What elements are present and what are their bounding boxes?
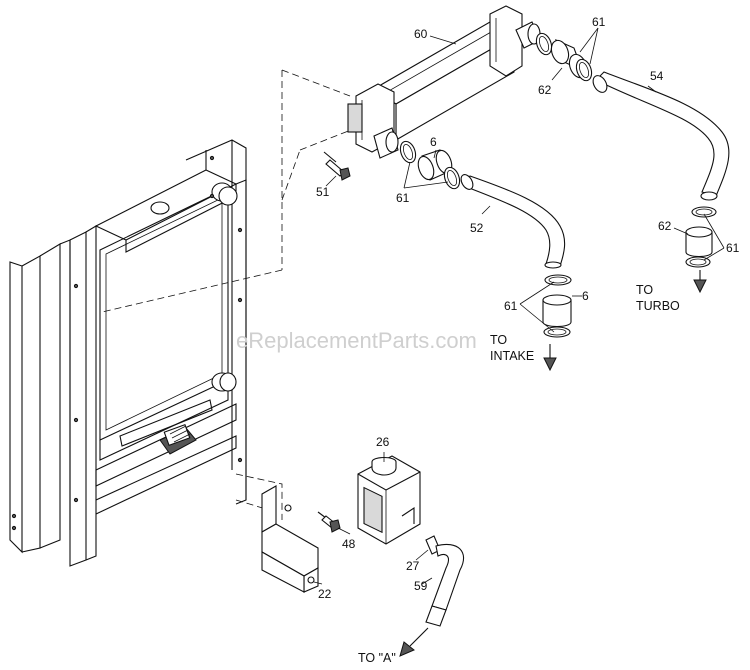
turbo-couplers: [685, 206, 717, 294]
intake-couplers-upper: [399, 140, 461, 190]
bolt-51: [323, 151, 351, 181]
upper-right-couplers: [535, 32, 593, 82]
callout-54: 54: [650, 69, 664, 83]
reference-lines: [101, 69, 357, 520]
charge-air-cooler: [347, 5, 541, 159]
bracket-22: [261, 485, 319, 593]
to-a-label: TO "A": [358, 651, 396, 665]
to-intake-line2: INTAKE: [490, 349, 534, 363]
callout-62-top: 62: [538, 83, 552, 97]
hose-52: [460, 174, 566, 269]
intake-couplers-lower: [542, 274, 572, 372]
callout-26: 26: [376, 435, 390, 449]
callout-labels: 60 61 62 54 6 61 51 52 61 6 62 61 26 48 …: [316, 15, 740, 601]
callout-6-lower: 6: [582, 289, 589, 303]
callout-52: 52: [470, 221, 484, 235]
callout-27: 27: [406, 559, 420, 573]
hose-54: [592, 71, 730, 201]
callout-59: 59: [414, 579, 428, 593]
callout-62-right: 62: [658, 219, 672, 233]
callout-61-lower: 61: [504, 299, 518, 313]
to-intake-line1: TO: [490, 333, 507, 347]
leader-lines: [313, 27, 725, 585]
callout-22: 22: [318, 587, 332, 601]
callout-61-right: 61: [726, 241, 740, 255]
radiator-assembly: [9, 139, 247, 567]
surge-tank-26: [357, 455, 421, 545]
destination-labels: TO TURBO TO INTAKE TO "A": [358, 283, 680, 665]
callout-61-mid: 61: [396, 191, 410, 205]
bolt-48: [317, 511, 341, 533]
to-turbo-line2: TURBO: [636, 299, 680, 313]
callout-6-mid: 6: [430, 135, 437, 149]
callout-61-top: 61: [592, 15, 606, 29]
watermark: eReplacementParts.com: [236, 328, 477, 353]
hose-59: [399, 535, 465, 657]
to-turbo-line1: TO: [636, 283, 653, 297]
callout-51: 51: [316, 185, 330, 199]
callout-60: 60: [414, 27, 428, 41]
callout-48: 48: [342, 537, 356, 551]
